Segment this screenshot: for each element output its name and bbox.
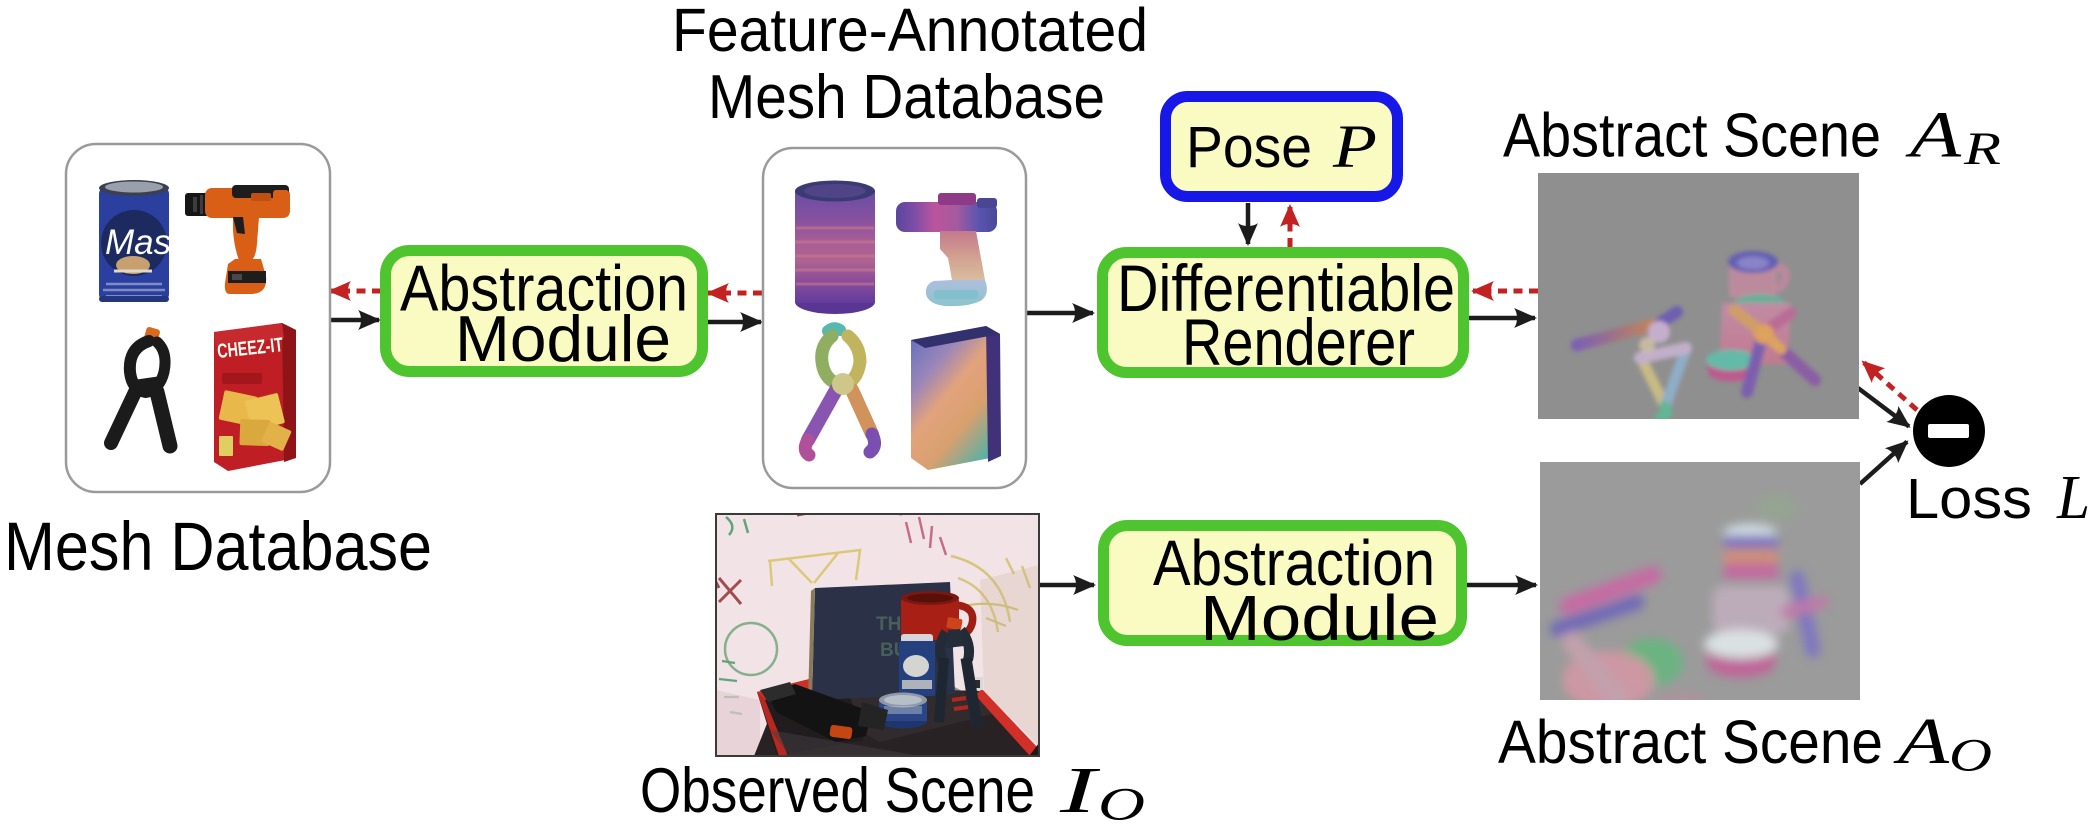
svg-text:Renderer: Renderer [1182, 305, 1415, 379]
svg-text:A: A [1905, 99, 1962, 172]
svg-text:Loss: Loss [1906, 467, 2032, 531]
svg-text:A: A [1893, 705, 1950, 778]
svg-text:Observed Scene: Observed Scene [640, 756, 1035, 826]
svg-text:O: O [1949, 730, 1992, 782]
svg-text:P: P [1332, 114, 1377, 181]
svg-text:Module: Module [1200, 582, 1439, 654]
svg-text:O: O [1098, 779, 1145, 826]
svg-text:Module: Module [455, 302, 671, 375]
svg-text:Mesh Database: Mesh Database [4, 508, 432, 585]
svg-text:Mas: Mas [105, 223, 171, 262]
svg-text:Differentiable: Differentiable [1117, 251, 1455, 325]
svg-text:Pose: Pose [1186, 115, 1312, 180]
svg-text:Abstraction: Abstraction [1153, 527, 1435, 599]
svg-text:Abstraction: Abstraction [400, 252, 688, 325]
svg-text:I: I [1058, 754, 1101, 826]
svg-text:L: L [2056, 464, 2090, 532]
svg-text:Abstract Scene: Abstract Scene [1503, 102, 1881, 171]
svg-text:R: R [1963, 123, 2001, 175]
svg-text:Abstract Scene: Abstract Scene [1498, 708, 1883, 776]
svg-text:Mesh Database: Mesh Database [708, 63, 1105, 132]
svg-text:Feature-Annotated: Feature-Annotated [672, 0, 1148, 64]
